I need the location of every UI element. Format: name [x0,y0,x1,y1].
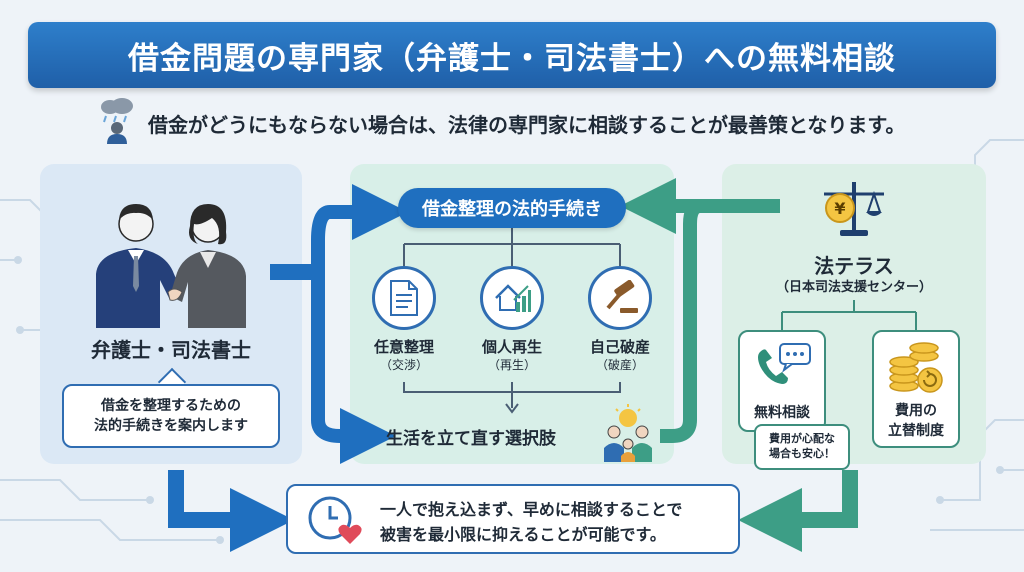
lawyer-callout: 借金を整理するための 法的手続きを案内します [62,384,280,448]
procedure-name-2: 個人再生 [481,338,542,356]
procedure-name-1: 任意整理 [373,338,434,356]
procedure-sub-1: （交渉） [379,358,428,372]
callout-line-2: 法的手続きを案内します [94,418,248,434]
fee-advance-card: 費用の 立替制度 [872,330,960,448]
bottom-message-box: 一人で抱え込まず、早めに相談することで 被害を最小限に抑えることが可能です。 [286,484,740,554]
subtitle-text: 借金がどうにもならない場合は、法律の専門家に相談することが最善策となります。 [148,112,906,137]
title-banner: 借金問題の専門家（弁護士・司法書士）への無料相談 [28,22,996,88]
procedures-pill-label: 借金整理の法的手続き [422,199,602,220]
family-icon [604,404,652,462]
coins-icon [889,342,943,393]
free-consultation-card: 無料相談 [738,330,826,432]
gavel-icon [588,266,652,330]
phone-chat-icon [758,343,811,384]
bubble-line-1: 費用が心配な [769,432,835,446]
bottom-text: 一人で抱え込まず、早めに相談することで 被害を最小限に抑えることが可能です。 [380,498,682,548]
procedure-name-3: 自己破産 [589,338,650,356]
house-chart-icon [480,266,544,330]
free-consultation-label: 無料相談 [754,405,810,421]
fee-advance-line-2: 立替制度 [888,423,944,439]
callout-line-1: 借金を整理するための [101,397,241,414]
houterasu-name: 法テラス [814,254,894,278]
fee-advance-line-1: 費用の [895,403,937,419]
bottom-line-2: 被害を最小限に抑えることが可能です。 [380,524,666,544]
procedure-sub-3: （破産） [595,358,644,372]
reassurance-bubble: 費用が心配な 場合も安心！ [754,424,850,470]
result-label: 生活を立て直す選択肢 [386,429,556,449]
clock-heart-icon [308,496,362,544]
document-icon [372,266,436,330]
page-title: 借金問題の専門家（弁護士・司法書士）への無料相談 [128,40,896,77]
bottom-line-1: 一人で抱え込まず、早めに相談することで [380,500,683,519]
subtitle-row: 借金がどうにもならない場合は、法律の専門家に相談することが最善策となります。 [96,98,906,148]
svg-text:¥: ¥ [834,199,845,218]
procedures-pill: 借金整理の法的手続き [398,188,626,228]
houterasu-sub: （日本司法支援センター） [775,280,932,295]
scales-yen-icon: ¥ [824,182,884,236]
bubble-line-2: 場合も安心！ [769,447,835,460]
handshake-illustration [96,204,246,328]
worried-person-icon [96,98,138,148]
procedure-sub-2: （再生） [487,358,536,372]
lawyer-heading: 弁護士・司法書士 [91,338,251,362]
